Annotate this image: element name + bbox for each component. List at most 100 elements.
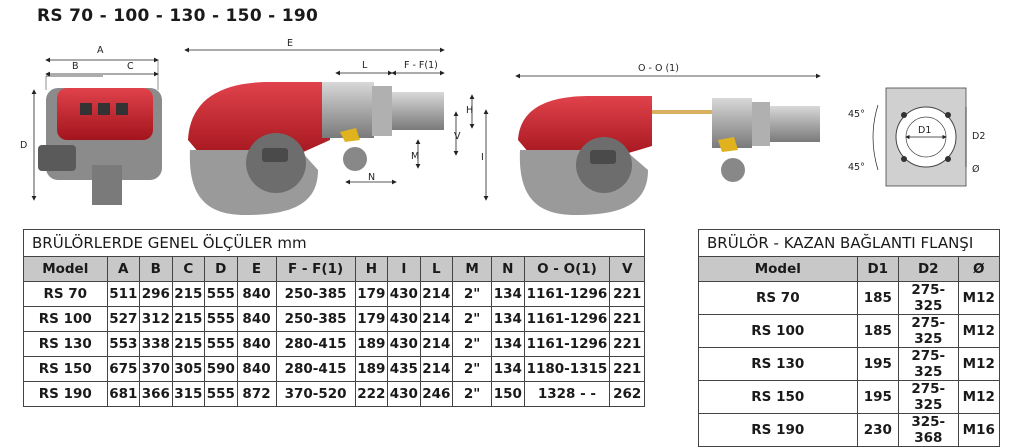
value-cell: 511 (106, 281, 141, 307)
dim-label-A: A (97, 45, 104, 56)
value-cell: 1180-1315 (523, 356, 611, 382)
dim-label-B: B (72, 61, 79, 72)
value-cell: 325-368 (897, 413, 959, 447)
value-cell: M12 (957, 380, 1001, 414)
value-cell: 366 (139, 381, 173, 407)
value-cell: 275-325 (897, 347, 959, 381)
value-cell: 555 (204, 281, 238, 307)
value-cell: 840 (236, 306, 277, 332)
value-cell: 189 (354, 356, 389, 382)
value-cell: 1161-1296 (523, 281, 611, 307)
value-cell: 435 (387, 356, 421, 382)
value-cell: 185 (856, 281, 899, 315)
dim-label-angle-bottom: 45° (848, 162, 865, 173)
model-cell: RS 150 (23, 356, 108, 382)
value-cell: 246 (419, 381, 454, 407)
column-header: F - F(1) (275, 256, 356, 282)
model-cell: RS 70 (698, 281, 858, 315)
column-header: C (171, 256, 206, 282)
value-cell: 370-520 (275, 381, 356, 407)
dim-label-D2: D2 (972, 131, 985, 142)
value-cell: 430 (387, 381, 421, 407)
dim-label-N: N (368, 172, 375, 183)
column-header: A (106, 256, 141, 282)
value-cell: 195 (856, 380, 899, 414)
value-cell: 250-385 (275, 306, 356, 332)
column-header: I (387, 256, 421, 282)
value-cell: 1161-1296 (523, 331, 611, 357)
value-cell: 555 (204, 381, 238, 407)
value-cell: 2" (452, 306, 493, 332)
value-cell: M16 (957, 413, 1001, 447)
column-header: D2 (897, 256, 959, 282)
value-cell: 840 (236, 331, 277, 357)
side-view-drawing: E L F - F(1) H V M N I (184, 38, 489, 215)
column-header: Ø (957, 256, 1001, 282)
value-cell: 840 (236, 281, 277, 307)
value-cell: 555 (204, 331, 238, 357)
model-cell: RS 130 (23, 331, 108, 357)
model-cell: RS 100 (698, 314, 858, 348)
general-table-caption: BRÜLÖRLERDE GENEL ÖLÇÜLER mm (23, 229, 645, 257)
column-header: D (204, 256, 238, 282)
value-cell: 189 (354, 331, 389, 357)
column-header: D1 (856, 256, 899, 282)
burner-dimension-drawings: A B C D E L F - F(1) H V M N I (20, 38, 985, 215)
value-cell: 214 (419, 331, 454, 357)
model-cell: RS 190 (698, 413, 858, 447)
model-cell: RS 130 (698, 347, 858, 381)
dim-label-D: D (20, 140, 27, 151)
column-header: L (419, 256, 454, 282)
value-cell: 555 (204, 306, 238, 332)
value-cell: 312 (139, 306, 173, 332)
value-cell: 280-415 (275, 356, 356, 382)
column-header: E (236, 256, 277, 282)
value-cell: 221 (609, 281, 645, 307)
value-cell: M12 (957, 281, 1001, 315)
value-cell: 275-325 (897, 314, 959, 348)
value-cell: 185 (856, 314, 899, 348)
value-cell: 305 (171, 356, 206, 382)
dim-label-FF1: F - F(1) (404, 60, 438, 71)
model-cell: RS 190 (23, 381, 108, 407)
value-cell: 296 (139, 281, 173, 307)
dim-label-OO1: O - O (1) (638, 63, 679, 74)
value-cell: 527 (106, 306, 141, 332)
value-cell: 430 (387, 281, 421, 307)
column-header: V (609, 256, 645, 282)
column-header: Model (698, 256, 858, 282)
value-cell: 215 (171, 306, 206, 332)
value-cell: 179 (354, 281, 389, 307)
front-view-drawing: A B C D (20, 45, 162, 205)
value-cell: 134 (491, 281, 525, 307)
value-cell: 370 (139, 356, 173, 382)
column-header: Model (23, 256, 108, 282)
value-cell: 2" (452, 356, 493, 382)
value-cell: 150 (491, 381, 525, 407)
model-cell: RS 100 (23, 306, 108, 332)
value-cell: 338 (139, 331, 173, 357)
value-cell: 230 (856, 413, 899, 447)
value-cell: 215 (171, 331, 206, 357)
value-cell: 262 (609, 381, 645, 407)
value-cell: 250-385 (275, 281, 356, 307)
value-cell: 221 (609, 306, 645, 332)
value-cell: 214 (419, 356, 454, 382)
dim-label-H: H (466, 105, 473, 116)
flange-drawing: D1 D2 45° 45° Ø (848, 87, 985, 187)
dim-label-angle-top: 45° (848, 109, 865, 120)
page-title: RS 70 - 100 - 130 - 150 - 190 (37, 6, 319, 26)
value-cell: M12 (957, 314, 1001, 348)
column-header: N (491, 256, 525, 282)
flange-table-caption: BRÜLÖR - KAZAN BAĞLANTI FLANŞI (698, 229, 1000, 257)
